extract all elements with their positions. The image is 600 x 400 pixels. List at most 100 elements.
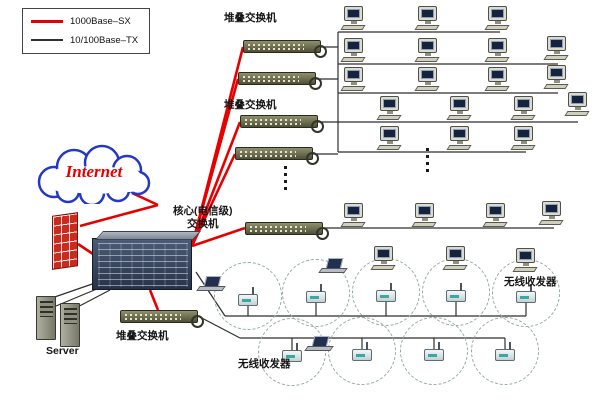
- keyboard: [564, 111, 590, 116]
- link-1000base-sx: [191, 226, 246, 248]
- pc-icon: [543, 65, 569, 91]
- status-led: [450, 295, 459, 298]
- switch-ports: [250, 226, 306, 228]
- stacked-switch-6: [120, 310, 204, 328]
- screen: [421, 41, 434, 50]
- pc-icon: [446, 96, 472, 122]
- legend-label: 1000Base–SX: [70, 16, 131, 28]
- stacked-switch-1: [243, 40, 327, 58]
- screen: [517, 99, 530, 108]
- monitor: [488, 6, 507, 21]
- pc-icon: [414, 6, 440, 32]
- cable-loop: [306, 152, 319, 165]
- monitor-stand: [351, 53, 357, 56]
- monitor: [380, 96, 399, 111]
- screen: [517, 129, 530, 138]
- legend-line-sample-black: [31, 39, 63, 41]
- switch-ports: [240, 151, 296, 153]
- switch-ports: [248, 48, 304, 50]
- switch-ports: [243, 76, 299, 78]
- screen: [347, 206, 360, 215]
- status-led: [428, 354, 437, 357]
- pc-icon: [538, 201, 564, 227]
- screen: [519, 251, 532, 260]
- screen: [347, 70, 360, 79]
- antenna: [296, 343, 298, 351]
- cable-loop: [309, 77, 322, 90]
- pc-icon: [370, 246, 396, 272]
- screen: [489, 206, 502, 215]
- wireless-ap-icon: [446, 283, 466, 302]
- screen: [418, 206, 431, 215]
- antenna: [390, 283, 392, 291]
- monitor: [514, 96, 533, 111]
- laptop-base: [304, 346, 334, 351]
- screen: [377, 249, 390, 258]
- screen: [421, 70, 434, 79]
- wireless-ap-icon: [352, 342, 372, 361]
- server-drive-bays: [64, 308, 77, 324]
- laptop-icon: [318, 258, 348, 274]
- monitor: [488, 38, 507, 53]
- status-led: [242, 299, 251, 302]
- monitor: [486, 203, 505, 218]
- keyboard: [484, 57, 510, 62]
- monitor: [344, 6, 363, 21]
- monitor: [418, 6, 437, 21]
- antenna: [438, 342, 440, 350]
- keyboard: [414, 25, 440, 30]
- label-wireless-transceiver-right: 无线收发器: [504, 276, 557, 288]
- monitor-stand: [523, 263, 529, 266]
- keyboard: [484, 86, 510, 91]
- screen: [449, 249, 462, 258]
- screen: [491, 9, 504, 18]
- switch-ports: [240, 155, 296, 157]
- screen: [347, 9, 360, 18]
- keyboard: [340, 57, 366, 62]
- screen: [571, 95, 584, 104]
- status-led: [310, 296, 319, 299]
- link-10-100base-tx: [197, 315, 241, 339]
- keyboard: [376, 145, 402, 150]
- label-stacked-switch-mid: 堆叠交换机: [224, 99, 277, 111]
- pc-icon: [376, 126, 402, 152]
- wireless-ap-icon: [306, 284, 326, 303]
- pc-icon: [411, 203, 437, 229]
- monitor-stand: [495, 21, 501, 24]
- switch-ports: [125, 314, 181, 316]
- pc-icon: [543, 36, 569, 62]
- link-1000base-sx: [190, 78, 240, 247]
- monitor-stand: [387, 141, 393, 144]
- pc-icon: [340, 6, 366, 32]
- server-tower-2: [60, 303, 80, 347]
- keyboard: [543, 84, 569, 89]
- monitor: [514, 126, 533, 141]
- screen: [453, 129, 466, 138]
- monitor-stand: [453, 261, 459, 264]
- antenna: [530, 284, 532, 292]
- pc-icon: [510, 96, 536, 122]
- keyboard: [512, 267, 538, 272]
- keyboard: [414, 57, 440, 62]
- monitor: [344, 203, 363, 218]
- pc-icon: [340, 38, 366, 64]
- cable-loop: [311, 120, 324, 133]
- monitor-stand: [457, 111, 463, 114]
- switch-ports: [245, 123, 301, 125]
- server-tower-1: [36, 296, 56, 340]
- switch-ports: [250, 230, 306, 232]
- monitor-stand: [381, 261, 387, 264]
- stacked-switch-5: [245, 222, 329, 240]
- monitor-stand: [495, 53, 501, 56]
- screen: [453, 99, 466, 108]
- monitor: [568, 92, 587, 107]
- label-server: Server: [46, 345, 79, 357]
- switch-ports: [245, 119, 301, 121]
- screen: [383, 129, 396, 138]
- legend: 1000Base–SX 10/100Base–TX: [22, 8, 150, 54]
- antenna: [252, 287, 254, 295]
- internet-cloud: Internet: [28, 140, 160, 207]
- monitor-stand: [493, 218, 499, 221]
- keyboard: [538, 220, 564, 225]
